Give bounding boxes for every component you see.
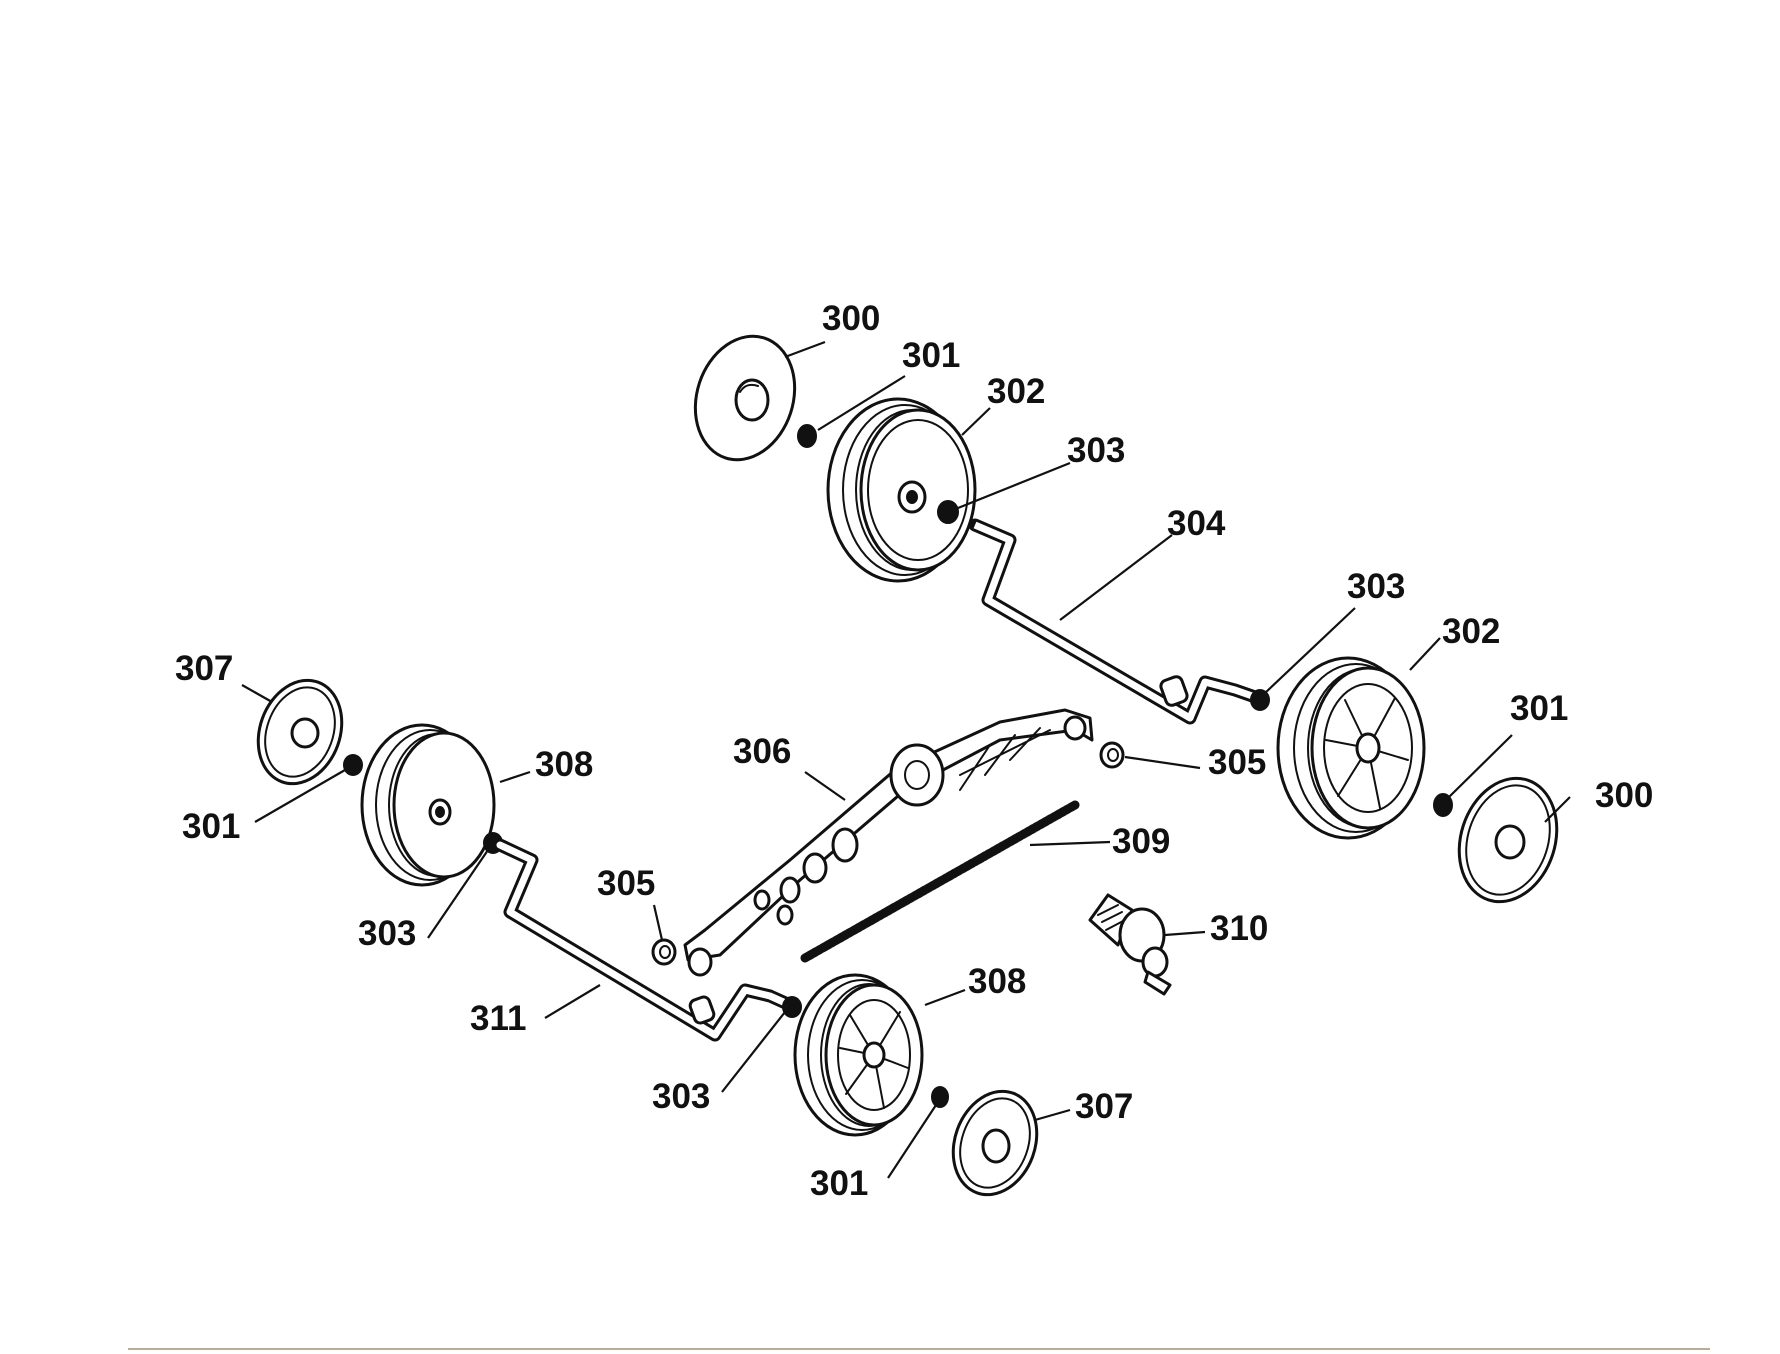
callout-300-top: 300 xyxy=(822,299,880,338)
washer-301-right xyxy=(1433,793,1453,817)
callout-310: 310 xyxy=(1210,909,1268,948)
nut-303-right xyxy=(1250,689,1270,711)
bushing-305-left xyxy=(651,938,677,966)
callout-309: 309 xyxy=(1112,822,1170,861)
callout-303-left: 303 xyxy=(358,914,416,953)
callout-303-top: 303 xyxy=(1067,431,1125,470)
axle-304 xyxy=(968,518,1265,725)
callout-301-left: 301 xyxy=(182,807,240,846)
wheel-302-top xyxy=(826,397,977,583)
nut-303-front xyxy=(782,996,802,1018)
adjuster-knob-310 xyxy=(1088,893,1172,996)
leader-lines xyxy=(241,340,1571,1179)
washer-301-left xyxy=(343,754,363,776)
callout-308-left: 308 xyxy=(535,745,593,784)
axle-311 xyxy=(493,838,797,1042)
callout-304: 304 xyxy=(1167,504,1226,543)
callout-307-left: 307 xyxy=(175,649,233,688)
callout-301-right: 301 xyxy=(1510,689,1568,728)
threaded-rod-309 xyxy=(800,800,1080,963)
callout-301-front: 301 xyxy=(810,1164,868,1203)
washer-301-top xyxy=(797,424,817,448)
callout-308-front: 308 xyxy=(968,962,1026,1001)
callout-305-right: 305 xyxy=(1208,743,1266,782)
footer-divider xyxy=(128,1348,1710,1350)
wheel-302-right xyxy=(1276,656,1426,840)
callout-303-right: 303 xyxy=(1347,567,1405,606)
callout-300-right: 300 xyxy=(1595,776,1653,815)
hub-cap-307-front xyxy=(951,1089,1039,1197)
hub-cap-307-left xyxy=(256,678,344,786)
callout-301-top: 301 xyxy=(902,336,960,375)
callout-303-front: 303 xyxy=(652,1077,710,1116)
wheel-308-front xyxy=(793,973,924,1137)
callout-311: 311 xyxy=(470,999,526,1038)
wheel-308-left xyxy=(360,723,496,887)
callout-306: 306 xyxy=(733,732,791,771)
callout-307-front: 307 xyxy=(1075,1087,1133,1126)
height-adjust-lever-306 xyxy=(683,708,1094,977)
callout-302-right: 302 xyxy=(1442,612,1500,651)
hub-cap-300-top xyxy=(693,334,797,462)
nut-303-top xyxy=(937,500,959,524)
callout-305-left: 305 xyxy=(597,864,655,903)
callout-labels: 300 301 302 303 304 303 302 301 300 305 … xyxy=(175,299,1653,1203)
bushing-305-right xyxy=(1099,741,1125,769)
hub-cap-300-right xyxy=(1457,776,1559,904)
callout-302-top: 302 xyxy=(987,372,1045,411)
washer-301-front xyxy=(931,1086,949,1108)
